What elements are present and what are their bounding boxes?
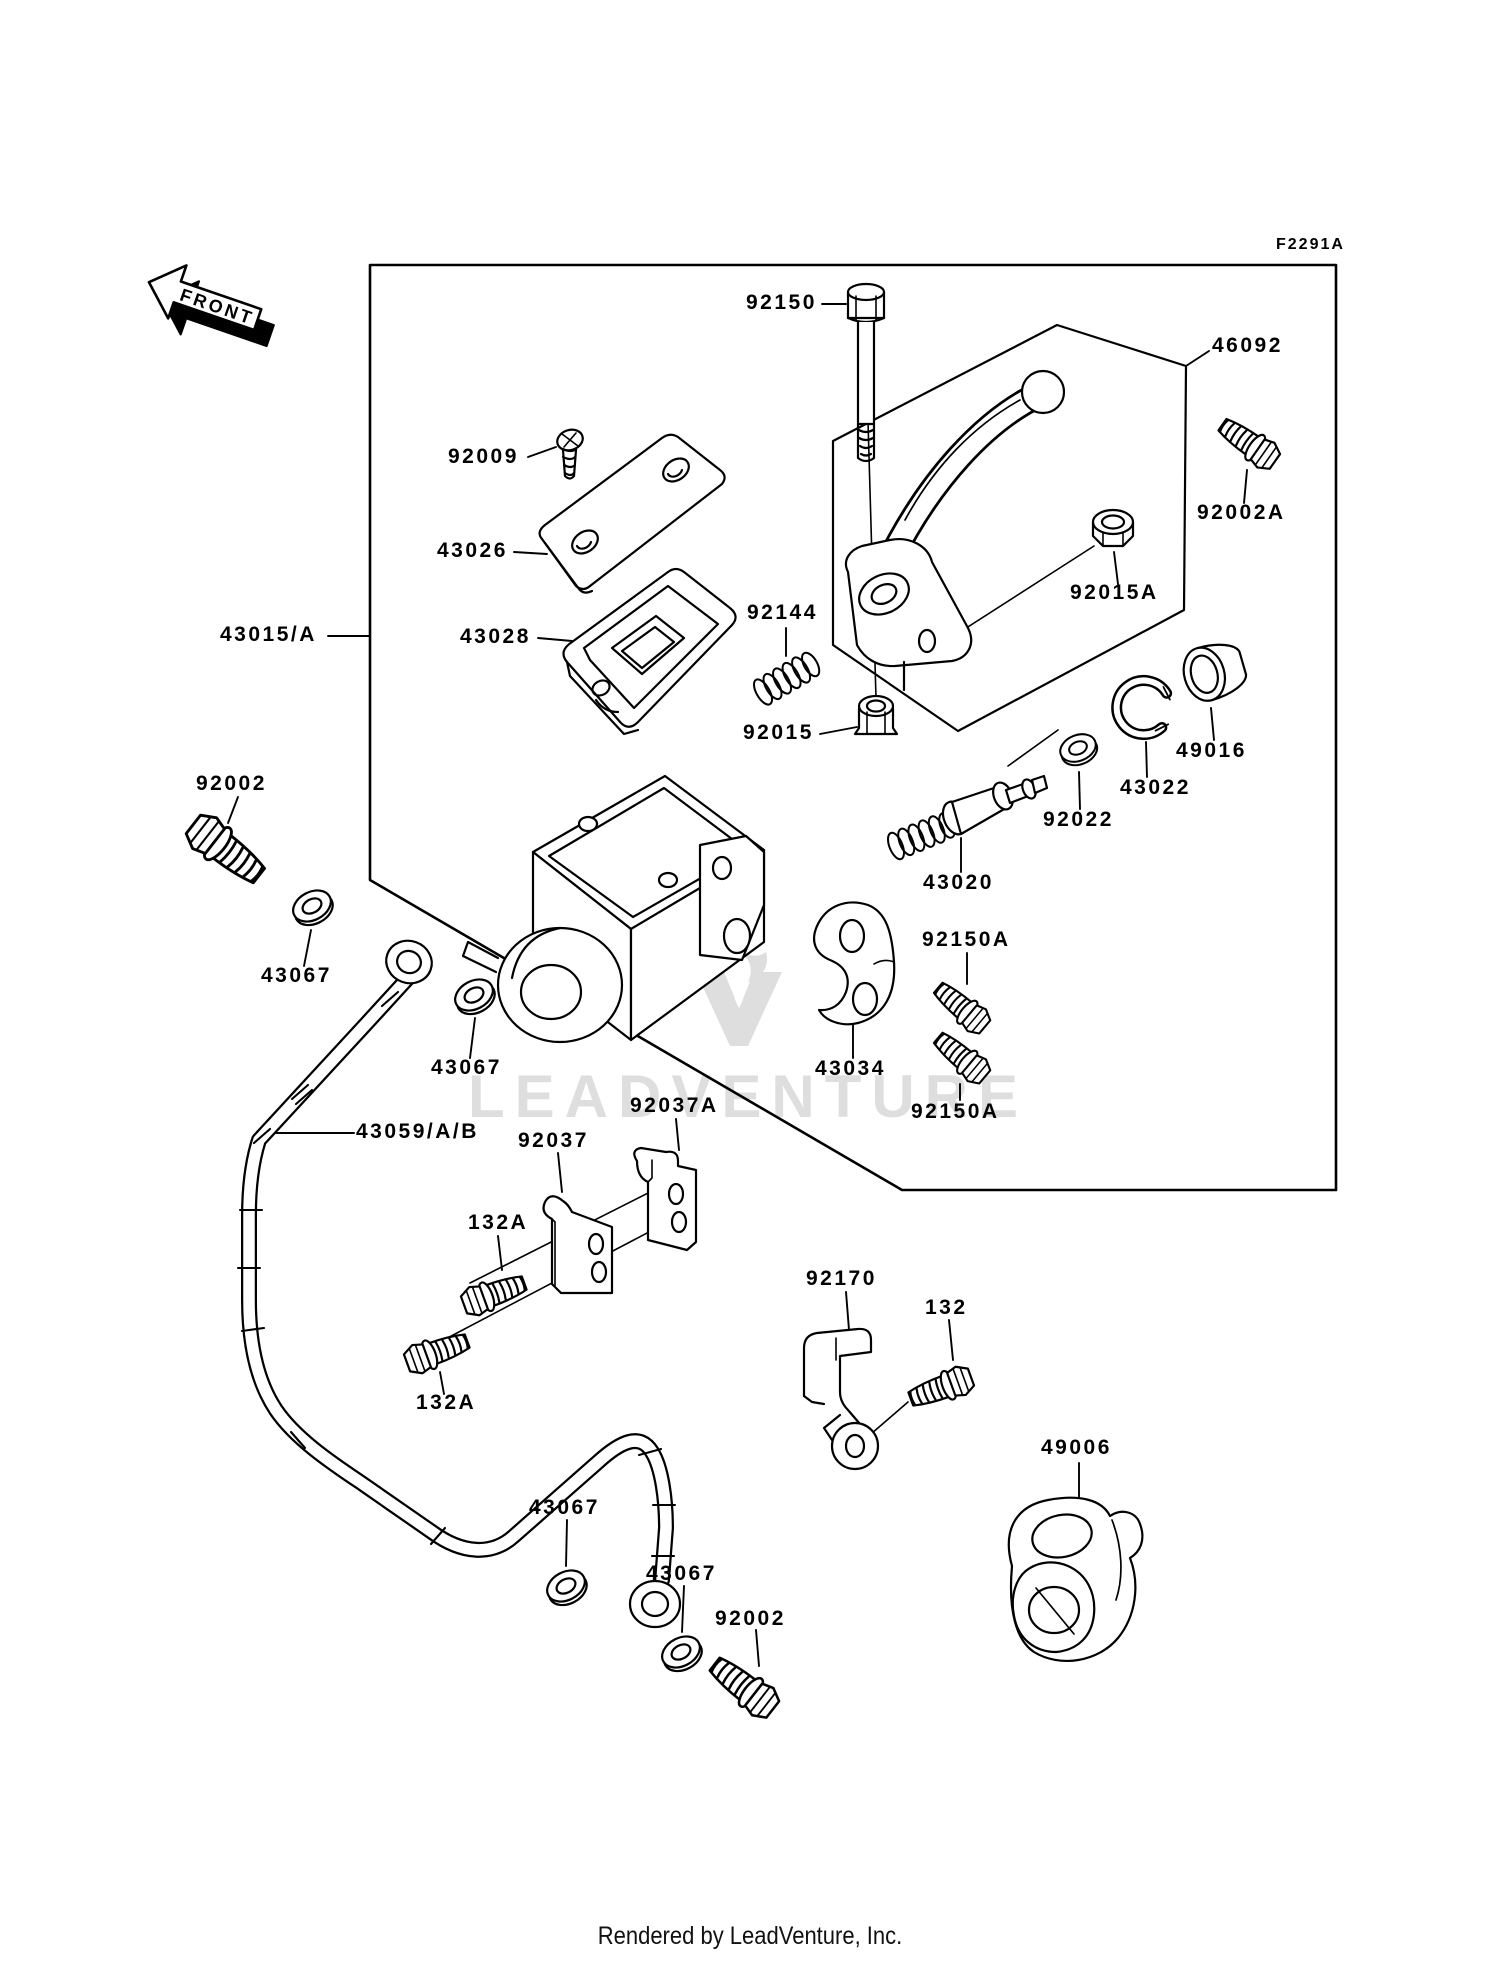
- part-drawing-92002-bolt-upper: [179, 807, 273, 893]
- footer-credit: Rendered by LeadVenture, Inc.: [597, 1922, 903, 1950]
- part-label-92002-17: 92002: [196, 772, 267, 795]
- leader-lines: [227, 303, 1248, 1667]
- part-drawing-43022-clip: [1111, 675, 1173, 740]
- part-drawing-92002A-bolt: [1212, 411, 1285, 475]
- part-label-92015-7: 92015: [743, 721, 814, 744]
- part-label-49016-10: 49016: [1176, 739, 1247, 762]
- part-label-43067-29: 43067: [646, 1562, 717, 1585]
- part-drawing-49016-boot: [1182, 643, 1248, 702]
- part-drawing-46092-lever: [844, 369, 1066, 692]
- part-drawing-43034-clamp: [813, 901, 896, 1026]
- part-label-49006-27: 49006: [1041, 1436, 1112, 1459]
- lever-panel: [831, 323, 1188, 733]
- part-label-92022-12: 92022: [1043, 808, 1114, 831]
- part-label-92170-25: 92170: [806, 1267, 877, 1290]
- part-drawing-43020-piston: [883, 774, 1049, 863]
- part-label-92037-21: 92037: [518, 1129, 589, 1152]
- part-drawing-43067-washer-1: [286, 883, 340, 933]
- part-label-43067-19: 43067: [431, 1056, 502, 1079]
- part-drawing-132A-bolt-1: [457, 1267, 531, 1321]
- part-drawing-43067-washer-2: [448, 972, 502, 1022]
- assembly-border: [368, 263, 1338, 1192]
- part-label-92002A-9: 92002A: [1197, 501, 1286, 524]
- part-drawing-43059-brake-hose: [236, 939, 682, 1629]
- part-label-43026-3: 43026: [437, 539, 508, 562]
- part-label-92150A-16: 92150A: [911, 1100, 1000, 1123]
- part-label-43059AB-20: 43059/A/B: [356, 1120, 479, 1143]
- part-drawing-92170-bracket: [802, 1327, 880, 1471]
- part-label-92150-0: 92150: [746, 291, 817, 314]
- part-drawing-92150A-bolt-1: [927, 975, 995, 1039]
- part-drawing-43067-washer-3: [540, 1563, 594, 1613]
- part-label-132-26: 132: [925, 1296, 968, 1319]
- part-drawing-43026-cap: [538, 433, 726, 594]
- part-label-132A-23: 132A: [468, 1211, 529, 1234]
- part-drawing-92144-spring: [749, 648, 825, 709]
- front-arrow: FRONT: [147, 264, 275, 348]
- part-label-43067-28: 43067: [529, 1496, 600, 1519]
- part-drawing-92037A-clamp: [633, 1146, 698, 1252]
- part-drawing-132-bolt: [904, 1361, 978, 1415]
- part-label-92037A-22: 92037A: [630, 1094, 719, 1117]
- part-drawing-92002-bolt-lower: [702, 1649, 785, 1725]
- part-drawing-43028-diaphragm: [562, 567, 737, 736]
- part-label-92009-2: 92009: [448, 445, 519, 468]
- part-drawing-92150-pivot-bolt: [846, 282, 886, 463]
- part-label-43028-4: 43028: [460, 625, 531, 648]
- part-label-92150A-14: 92150A: [922, 928, 1011, 951]
- part-drawing-132A-bolt-2: [400, 1325, 474, 1379]
- part-drawing-49006-boot: [1007, 1496, 1144, 1663]
- leadventure-v-flame-logo-icon: [696, 950, 782, 1046]
- part-label-92015A-8: 92015A: [1070, 581, 1159, 604]
- part-drawing-92015-nut: [853, 694, 899, 736]
- part-label-46092-1: 46092: [1212, 334, 1283, 357]
- part-drawing-92022-washer: [1055, 728, 1103, 772]
- part-drawing-92009-screw: [556, 428, 584, 480]
- part-label-43022-11: 43022: [1120, 776, 1191, 799]
- part-drawing-92037-clamp: [542, 1195, 614, 1295]
- part-drawing-92015A-nut: [1091, 508, 1135, 548]
- figure-code: F2291A: [1276, 236, 1345, 253]
- part-label-43034-15: 43034: [815, 1057, 886, 1080]
- part-drawing-master-cylinder-body: [461, 774, 766, 1044]
- part-label-132A-24: 132A: [416, 1391, 477, 1414]
- part-drawing-43067-washer-4: [655, 1629, 709, 1679]
- part-label-43067-18: 43067: [261, 964, 332, 987]
- part-label-43015A-5: 43015/A: [220, 623, 317, 646]
- part-label-92002-30: 92002: [715, 1607, 786, 1630]
- part-drawing-92150A-bolt-2: [927, 1025, 995, 1089]
- part-label-92144-6: 92144: [747, 601, 818, 624]
- part-label-43020-13: 43020: [923, 871, 994, 894]
